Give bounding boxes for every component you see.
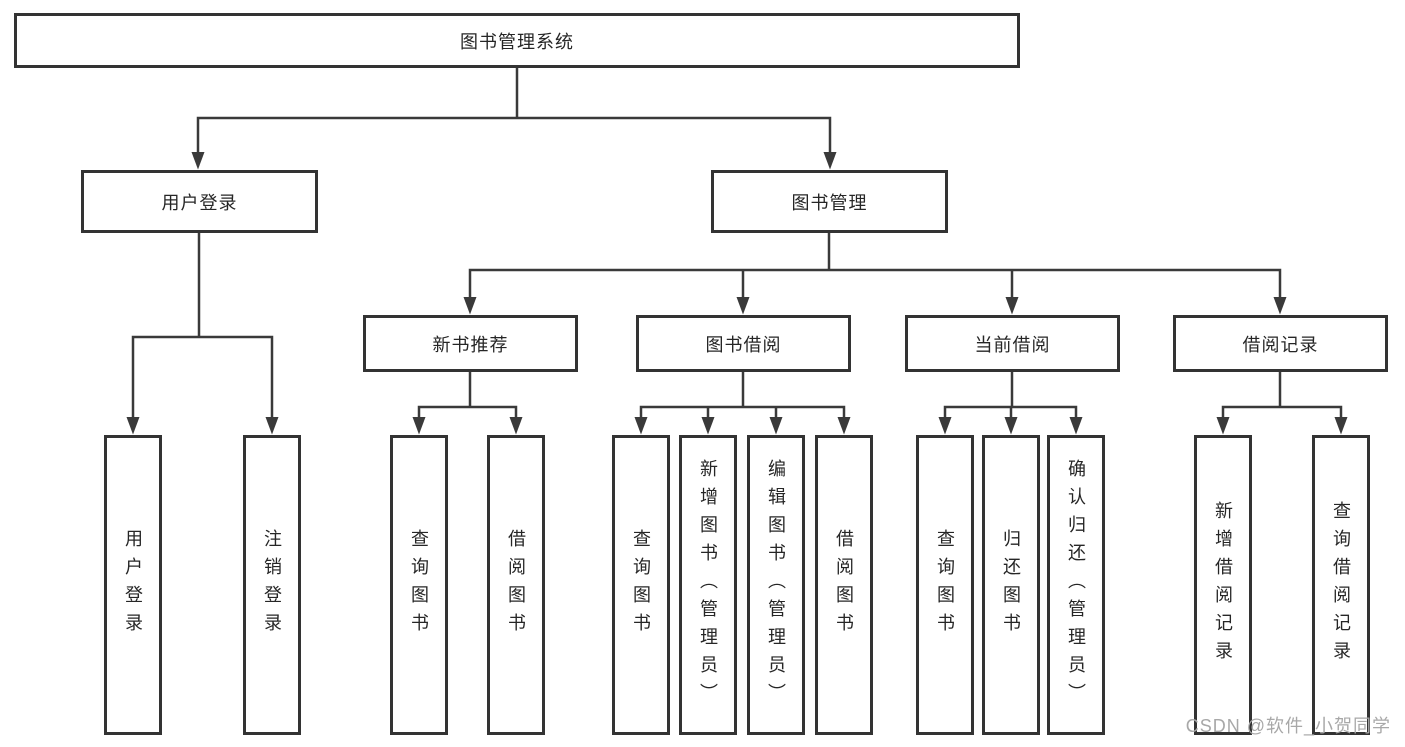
leaf-records-query-record-label: 查询借阅记录 <box>1331 501 1351 669</box>
connector-borrowing-records-to-leaves <box>1216 370 1348 435</box>
connector-current-borrowing-to-leaves <box>938 370 1083 435</box>
connector-book-borrowing-to-leaves <box>634 370 851 435</box>
leaf-records-add-record: 新增借阅记录 <box>1194 435 1252 735</box>
node-borrowing-records: 借阅记录 <box>1173 315 1388 372</box>
node-new-book-recommend-label: 新书推荐 <box>432 334 509 355</box>
node-book-management-label: 图书管理 <box>791 192 868 213</box>
arrowhead <box>126 417 140 435</box>
leaf-current-query-books-label: 查询图书 <box>935 529 955 641</box>
arrowhead <box>823 152 837 170</box>
node-borrowing-records-label: 借阅记录 <box>1242 334 1319 355</box>
leaf-borrowing-borrow-books-label: 借阅图书 <box>834 529 854 641</box>
arrowhead <box>1334 417 1348 435</box>
leaf-borrowing-borrow-books: 借阅图书 <box>815 435 873 735</box>
leaf-recommend-query-books: 查询图书 <box>390 435 448 735</box>
arrowhead <box>191 152 205 170</box>
arrowhead <box>769 417 783 435</box>
node-root: 图书管理系统 <box>14 13 1020 68</box>
arrowhead <box>1069 417 1083 435</box>
arrowhead <box>634 417 648 435</box>
arrowhead <box>701 417 715 435</box>
leaf-logout: 注销登录 <box>243 435 301 735</box>
leaf-recommend-borrow-books-label: 借阅图书 <box>506 529 526 641</box>
leaf-user-login-label: 用户登录 <box>123 529 143 641</box>
leaf-borrowing-edit-books: 编辑图书（管理员） <box>747 435 805 735</box>
leaf-borrowing-add-books-label: 新增图书（管理员） <box>698 459 718 711</box>
arrowhead <box>1273 297 1287 315</box>
arrowhead <box>938 417 952 435</box>
connector-root-to-level2 <box>191 66 837 170</box>
leaf-borrowing-edit-books-label: 编辑图书（管理员） <box>766 459 786 711</box>
leaf-borrowing-add-books: 新增图书（管理员） <box>679 435 737 735</box>
leaf-borrowing-query-books-label: 查询图书 <box>631 529 651 641</box>
leaf-current-return-books: 归还图书 <box>982 435 1040 735</box>
leaf-recommend-query-books-label: 查询图书 <box>409 529 429 641</box>
arrowhead <box>1004 417 1018 435</box>
leaf-recommend-borrow-books: 借阅图书 <box>487 435 545 735</box>
leaf-current-query-books: 查询图书 <box>916 435 974 735</box>
node-book-management: 图书管理 <box>711 170 948 233</box>
arrowhead <box>1216 417 1230 435</box>
connector-new-book-recommend-to-leaves <box>412 370 523 435</box>
arrowhead <box>412 417 426 435</box>
leaf-current-return-books-label: 归还图书 <box>1001 529 1021 641</box>
arrowhead <box>837 417 851 435</box>
node-new-book-recommend: 新书推荐 <box>363 315 578 372</box>
node-book-borrowing: 图书借阅 <box>636 315 851 372</box>
leaf-logout-label: 注销登录 <box>262 529 282 641</box>
node-user-login-label: 用户登录 <box>161 192 238 213</box>
leaf-current-confirm-return-label: 确认归还（管理员） <box>1066 459 1086 711</box>
node-user-login: 用户登录 <box>81 170 318 233</box>
node-current-borrowing-label: 当前借阅 <box>974 334 1051 355</box>
node-root-label: 图书管理系统 <box>460 31 574 52</box>
arrowhead <box>265 417 279 435</box>
leaf-records-query-record: 查询借阅记录 <box>1312 435 1370 735</box>
leaf-records-add-record-label: 新增借阅记录 <box>1213 501 1233 669</box>
connector-book-management-to-level3 <box>463 231 1287 315</box>
connector-user-login-to-leaves <box>126 231 279 435</box>
node-current-borrowing: 当前借阅 <box>905 315 1120 372</box>
arrowhead <box>463 297 477 315</box>
csdn-watermark: CSDN @软件_小贺同学 <box>1185 716 1391 736</box>
leaf-current-confirm-return: 确认归还（管理员） <box>1047 435 1105 735</box>
leaf-borrowing-query-books: 查询图书 <box>612 435 670 735</box>
leaf-user-login: 用户登录 <box>104 435 162 735</box>
arrowhead <box>736 297 750 315</box>
node-book-borrowing-label: 图书借阅 <box>705 334 782 355</box>
arrowhead <box>509 417 523 435</box>
arrowhead <box>1005 297 1019 315</box>
